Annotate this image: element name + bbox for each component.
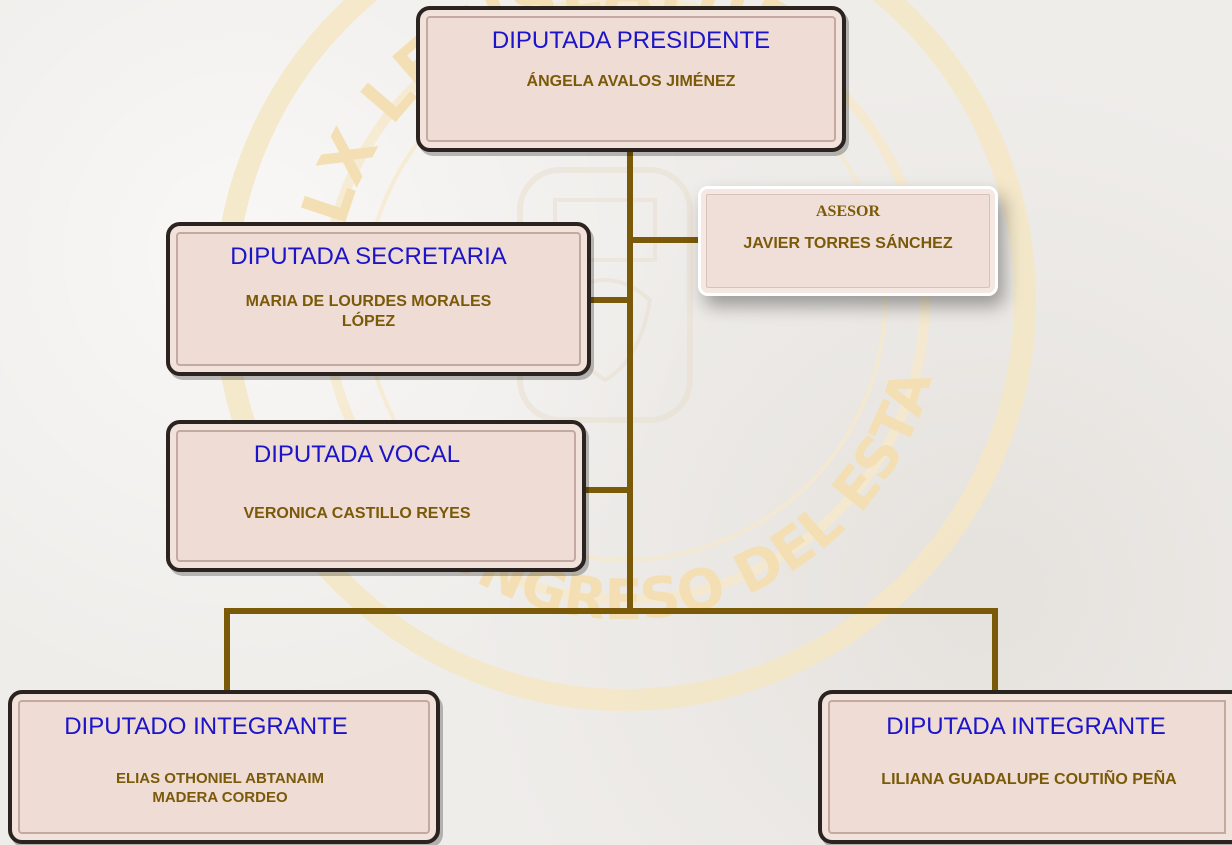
vocal-role: DIPUTADA VOCAL <box>253 441 461 468</box>
member-right-card: DIPUTADA INTEGRANTE LILIANA GUADALUPE CO… <box>818 690 1232 844</box>
president-name: ÁNGELA AVALOS JIMÉNEZ <box>526 73 736 91</box>
president-role: DIPUTADA PRESIDENTE <box>491 27 771 54</box>
advisor-name: JAVIER TORRES SÁNCHEZ <box>743 235 953 252</box>
member-left-name-line1: ELIAS OTHONIEL ABTANAIM <box>115 770 325 788</box>
secretary-card: DIPUTADA SECRETARIA MARIA DE LOURDES MOR… <box>166 222 591 376</box>
advisor-role: ASESOR <box>815 203 881 220</box>
member-right-role: DIPUTADA INTEGRANTE <box>886 713 1166 740</box>
secretary-name-line1: MARIA DE LOURDES MORALES <box>245 293 492 311</box>
member-left-name-line2: MADERA CORDEO <box>152 789 288 807</box>
member-left-card: DIPUTADO INTEGRANTE ELIAS OTHONIEL ABTAN… <box>8 690 440 844</box>
advisor-card: ASESOR JAVIER TORRES SÁNCHEZ <box>698 186 998 296</box>
member-right-name: LILIANA GUADALUPE COUTIÑO PEÑA <box>881 771 1177 789</box>
secretary-role: DIPUTADA SECRETARIA <box>230 243 507 270</box>
secretary-name-line2: LÓPEZ <box>341 313 396 331</box>
vocal-card: DIPUTADA VOCAL VERONICA CASTILLO REYES <box>166 420 586 572</box>
vocal-name: VERONICA CASTILLO REYES <box>243 505 471 523</box>
president-card: DIPUTADA PRESIDENTE ÁNGELA AVALOS JIMÉNE… <box>416 6 846 152</box>
member-left-role: DIPUTADO INTEGRANTE <box>64 713 348 740</box>
